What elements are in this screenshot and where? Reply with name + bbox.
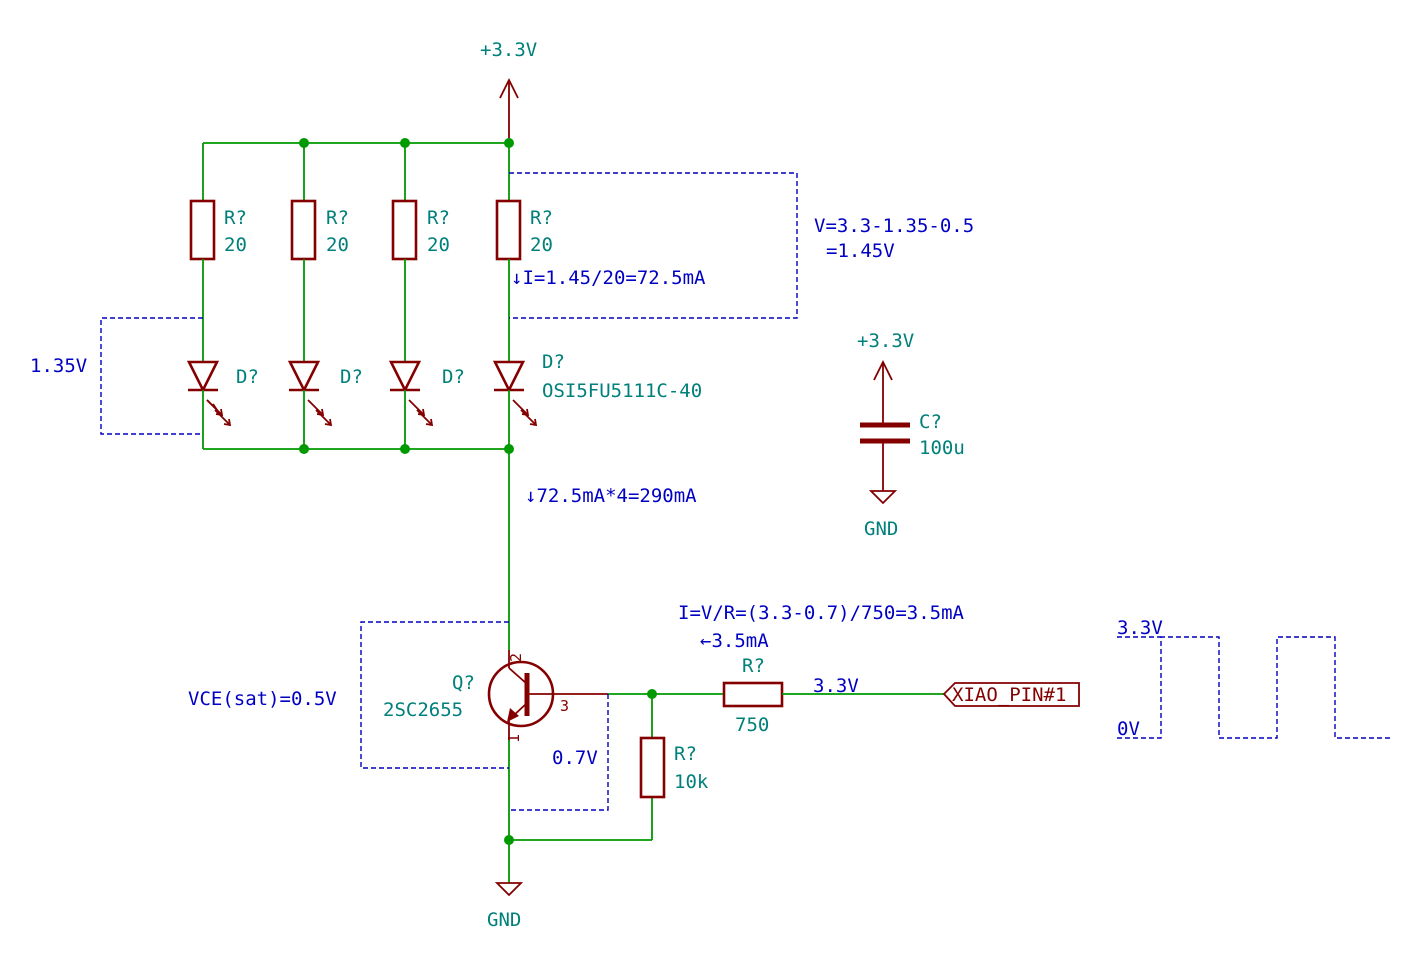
note-base-formula: I=V/R=(3.3-0.7)/750=3.5mA bbox=[678, 602, 965, 624]
led-d2-ref: D? bbox=[340, 366, 363, 388]
led-d2: D? bbox=[287, 360, 363, 449]
resistor-r1: R? 20 bbox=[189, 199, 247, 362]
junction bbox=[299, 138, 309, 148]
capacitor-c1: +3.3V C? 100u GND bbox=[857, 330, 965, 540]
junction bbox=[504, 444, 514, 454]
note-voltage-line2: =1.45V bbox=[826, 240, 895, 262]
note-resistor-voltage: V=3.3-1.35-0.5 =1.45V ↓I=1.45/20=72.5mA bbox=[509, 172, 974, 319]
ground-symbol-bottom: GND bbox=[487, 882, 524, 931]
resistor-r4: R? 20 bbox=[495, 199, 553, 362]
led-d4-value: OSI5FU5111C-40 bbox=[542, 380, 702, 402]
resistor-pulldown-ref: R? bbox=[674, 743, 697, 765]
note-vbe-text: 0.7V bbox=[552, 747, 598, 769]
junction bbox=[400, 444, 410, 454]
capacitor-vcc-label: +3.3V bbox=[857, 330, 914, 352]
resistor-r4-value: 20 bbox=[530, 234, 553, 256]
led-d3-ref: D? bbox=[442, 366, 465, 388]
resistor-r1-value: 20 bbox=[224, 234, 247, 256]
capacitor-ref: C? bbox=[919, 411, 942, 433]
led-d4-ref: D? bbox=[542, 351, 565, 373]
resistor-r3: R? 20 bbox=[391, 199, 450, 362]
resistor-base-value: 750 bbox=[735, 714, 769, 736]
led-d1-ref: D? bbox=[236, 366, 259, 388]
resistor-r3-value: 20 bbox=[427, 234, 450, 256]
note-voltage-line1: V=3.3-1.35-0.5 bbox=[814, 215, 974, 237]
junction bbox=[647, 689, 657, 699]
junction bbox=[504, 835, 514, 845]
transistor-pin-emitter: 1 bbox=[505, 734, 523, 743]
note-led-vf: 1.35V bbox=[30, 317, 203, 435]
global-label-xiao: XIAO_PIN#1 bbox=[942, 682, 1080, 707]
led-d3: D? bbox=[388, 360, 465, 449]
junction bbox=[504, 138, 514, 148]
note-vce-sat: VCE(sat)=0.5V bbox=[188, 621, 509, 769]
resistor-base-ref: R? bbox=[742, 655, 765, 677]
note-led-vf-text: 1.35V bbox=[30, 355, 87, 377]
note-pin-voltage: 3.3V bbox=[813, 675, 859, 697]
base-network bbox=[504, 689, 724, 883]
transistor-pin-collector: 2 bbox=[507, 653, 525, 662]
junction bbox=[299, 444, 309, 454]
transistor-value: 2SC2655 bbox=[383, 699, 463, 721]
capacitor-value: 100u bbox=[919, 437, 965, 459]
note-vbe: 0.7V bbox=[509, 694, 609, 811]
note-resistor-current: ↓I=1.45/20=72.5mA bbox=[511, 267, 706, 289]
power-label-top: +3.3V bbox=[480, 39, 537, 61]
transistor-pin-base: 3 bbox=[560, 697, 569, 715]
transistor-q1: 2 3 1 Q? 2SC2655 bbox=[383, 650, 608, 743]
power-symbol-top: +3.3V bbox=[480, 39, 537, 143]
pwm-waveform: 3.3V 0V bbox=[1117, 617, 1393, 740]
ground-label-bottom: GND bbox=[487, 909, 521, 931]
resistor-pulldown-value: 10k bbox=[674, 771, 709, 793]
led-bus bbox=[203, 444, 514, 650]
junction bbox=[400, 138, 410, 148]
led-d4: D? OSI5FU5111C-40 bbox=[492, 351, 702, 449]
note-vce-sat-text: VCE(sat)=0.5V bbox=[188, 688, 337, 710]
wave-low-label: 0V bbox=[1117, 718, 1140, 740]
resistor-r3-ref: R? bbox=[427, 207, 450, 229]
resistor-pulldown: R? 10k bbox=[639, 736, 709, 799]
wave-high-label: 3.3V bbox=[1117, 617, 1163, 639]
top-bus bbox=[202, 138, 514, 200]
resistor-r2-value: 20 bbox=[326, 234, 349, 256]
led-d1: D? bbox=[186, 360, 259, 449]
resistor-base: R? 750 bbox=[722, 655, 944, 736]
resistor-r2: R? 20 bbox=[290, 199, 349, 362]
resistor-r2-ref: R? bbox=[326, 207, 349, 229]
note-total-current: ↓72.5mA*4=290mA bbox=[525, 485, 697, 507]
resistor-r1-ref: R? bbox=[224, 207, 247, 229]
transistor-ref: Q? bbox=[452, 672, 475, 694]
note-base-current: ←3.5mA bbox=[700, 630, 769, 652]
capacitor-gnd-label: GND bbox=[864, 518, 898, 540]
global-label-text: XIAO_PIN#1 bbox=[952, 684, 1066, 706]
resistor-r4-ref: R? bbox=[530, 207, 553, 229]
